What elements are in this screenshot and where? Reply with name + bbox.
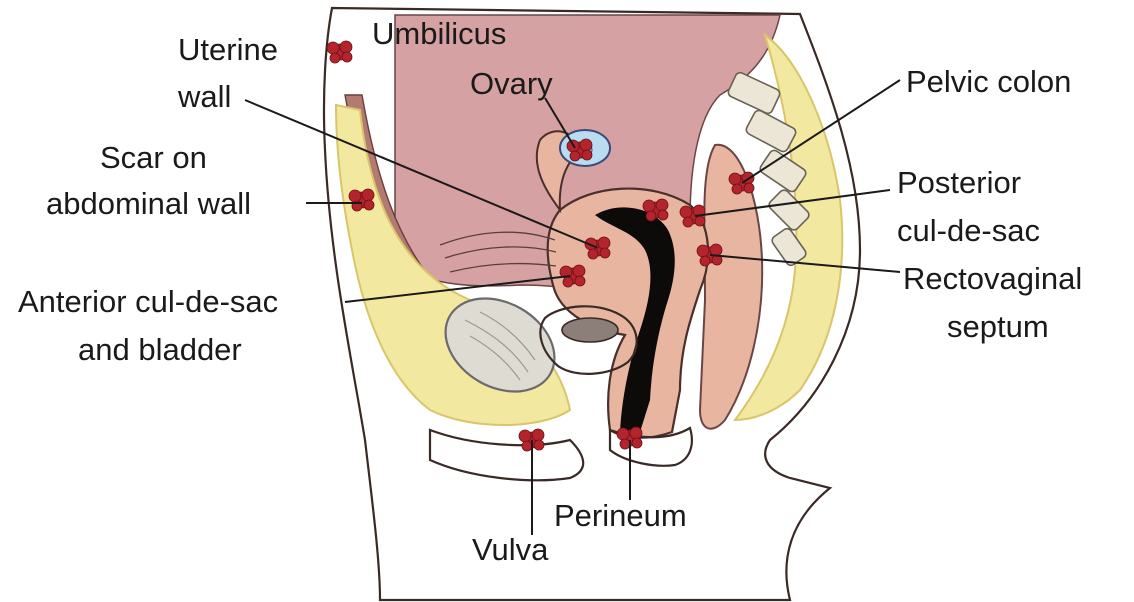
lesion-blotch bbox=[599, 247, 611, 259]
label-ovary: Ovary bbox=[470, 66, 553, 101]
lesion-blotch bbox=[655, 198, 669, 212]
lesion-blotch bbox=[682, 216, 694, 228]
lesion-blotch bbox=[569, 150, 581, 162]
label-anterior: Anterior cul-de-sac bbox=[18, 284, 278, 319]
bladder-wall-texture bbox=[464, 311, 536, 381]
lesion-uterine-fundus bbox=[642, 198, 669, 222]
leader-posterior bbox=[694, 189, 891, 217]
body-silhouette bbox=[322, 6, 862, 602]
lesion-blotch bbox=[616, 427, 630, 441]
posterior-fornix bbox=[539, 305, 638, 375]
broad-ligament bbox=[439, 231, 557, 273]
label-scar: Scar on bbox=[100, 140, 207, 175]
bladder bbox=[444, 297, 556, 393]
lesion-blotch bbox=[699, 255, 711, 267]
lesion-blotch bbox=[579, 138, 593, 152]
sacral-vertebrae bbox=[727, 71, 810, 267]
leader-uterine-wall bbox=[244, 99, 599, 249]
lesion-blotch bbox=[533, 439, 545, 451]
lesion-blotch bbox=[631, 437, 643, 449]
lesion-blotch bbox=[329, 52, 341, 64]
lesion-blotch bbox=[696, 244, 710, 258]
label-pelvic-colon: Pelvic colon bbox=[906, 64, 1071, 99]
lesion-blotch bbox=[645, 210, 657, 222]
vertebra bbox=[759, 149, 807, 193]
label-uterine-wall: wall bbox=[177, 79, 231, 114]
label-perineum: Perineum bbox=[554, 498, 687, 533]
lesion-blotch bbox=[339, 40, 353, 54]
lesion-posterior-cul-de-sac bbox=[679, 204, 706, 228]
lesion-blotch bbox=[619, 438, 631, 450]
cervix bbox=[561, 317, 619, 343]
lesion-blotch bbox=[361, 188, 375, 202]
label-posterior: Posterior bbox=[897, 165, 1021, 200]
vulva bbox=[428, 428, 585, 482]
label-vulva: Vulva bbox=[472, 532, 549, 567]
vertebra bbox=[771, 227, 807, 267]
leader-rectovaginal bbox=[709, 254, 901, 273]
lesion-blotch bbox=[348, 189, 362, 203]
lesion-blotch bbox=[657, 209, 669, 221]
lesion-abdominal-scar bbox=[348, 188, 375, 212]
lesion-blotch bbox=[326, 41, 340, 55]
lesion-blotch bbox=[731, 183, 743, 195]
endometriosis-lesions bbox=[326, 40, 755, 452]
lesion-blotch bbox=[531, 428, 545, 442]
lesion-blotch bbox=[581, 149, 593, 161]
leader-pelvic-colon bbox=[741, 79, 901, 184]
lesion-blotch bbox=[679, 205, 693, 219]
lesion-blotch bbox=[694, 215, 706, 227]
vertebra bbox=[727, 71, 781, 115]
lesion-blotch bbox=[629, 426, 643, 440]
label-umbilicus: Umbilicus bbox=[372, 16, 506, 51]
label-anterior: and bladder bbox=[78, 332, 242, 367]
lesion-blotch bbox=[518, 429, 532, 443]
uterine-cavity-and-vagina bbox=[595, 207, 675, 432]
lesion-blotch bbox=[728, 172, 742, 186]
lesion-umbilicus bbox=[326, 40, 353, 64]
leader-ovary bbox=[544, 97, 576, 149]
label-rectovaginal: septum bbox=[947, 309, 1049, 344]
lesion-blotch bbox=[562, 276, 574, 288]
lesion-blotch bbox=[574, 275, 586, 287]
label-rectovaginal: Rectovaginal bbox=[903, 261, 1082, 296]
lesion-blotch bbox=[642, 199, 656, 213]
lesion-blotch bbox=[743, 182, 755, 194]
lesion-anterior-cul-de-sac bbox=[559, 264, 586, 288]
label-scar: abdominal wall bbox=[46, 186, 251, 221]
lesion-blotch bbox=[587, 248, 599, 260]
lesion-blotch bbox=[341, 51, 353, 63]
lesion-blotch bbox=[521, 440, 533, 452]
perineal-body bbox=[608, 426, 693, 467]
lesion-blotch bbox=[572, 264, 586, 278]
label-uterine-wall: Uterine bbox=[178, 32, 278, 67]
leader-lines bbox=[244, 79, 901, 535]
lesion-blotch bbox=[597, 236, 611, 250]
lesion-blotch bbox=[363, 199, 375, 211]
label-posterior: cul-de-sac bbox=[897, 213, 1040, 248]
lesion-pelvic-colon bbox=[728, 171, 755, 195]
lesion-vulva bbox=[518, 428, 545, 452]
lesion-ovary bbox=[566, 138, 593, 162]
vertebra bbox=[745, 109, 797, 153]
leader-anterior bbox=[344, 275, 571, 303]
lesion-perineum bbox=[616, 426, 643, 450]
labels: Umbilicus Uterine wall Ovary Scar on abd… bbox=[18, 16, 1082, 567]
